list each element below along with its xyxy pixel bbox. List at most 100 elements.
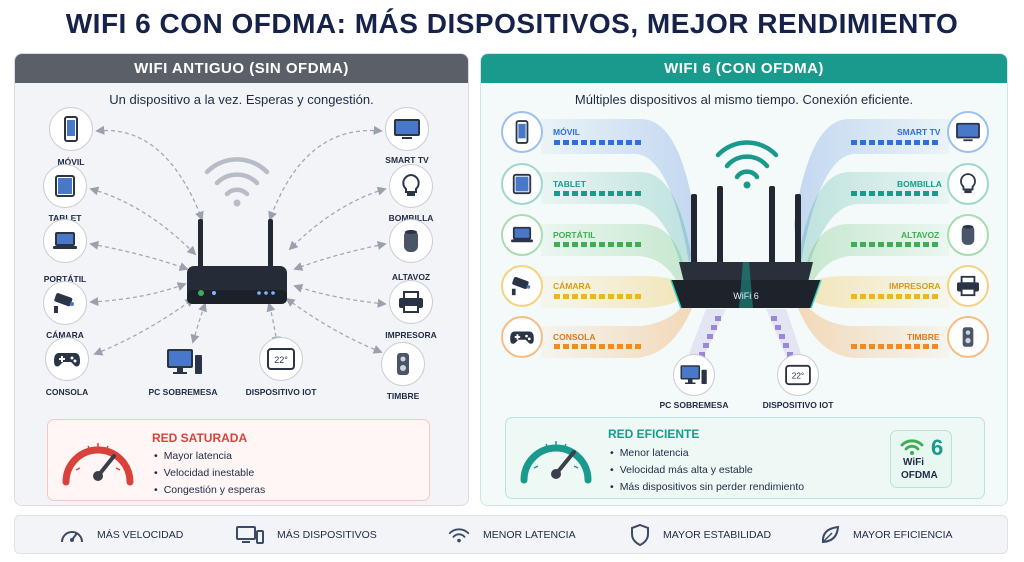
- legacy-panel-header: WIFI ANTIGUO (SIN OFDMA): [15, 54, 468, 83]
- legacy-wifi-icon: [204, 157, 270, 207]
- tablet-icon: [512, 173, 532, 195]
- saturated-list: Mayor latencia Velocidad inestable Conge…: [154, 450, 266, 501]
- label-pc: PC SOBREMESA: [148, 387, 218, 397]
- feature-label: MAYOR ESTABILIDAD: [663, 528, 772, 541]
- wifi-icon: [900, 439, 924, 455]
- label-consola: CONSOLA: [45, 387, 89, 397]
- doorbell-icon: [962, 327, 974, 347]
- label-bombilla: BOMBILLA: [897, 179, 942, 189]
- laptop-icon: [53, 232, 77, 249]
- label-smarttv: SMART TV: [385, 155, 429, 165]
- legacy-router: [187, 219, 287, 304]
- device-pc: [673, 354, 715, 396]
- device-movil: [501, 111, 543, 153]
- wifi6-router: WiFi 6: [670, 186, 822, 309]
- label-movil: MÓVIL: [57, 157, 85, 167]
- svg-text:22°: 22°: [274, 355, 288, 365]
- smart-speaker-icon: [404, 230, 418, 252]
- printer-icon: [957, 275, 979, 297]
- device-pc: [163, 340, 207, 384]
- wifi6-panel-header: WIFI 6 (CON OFDMA): [481, 54, 1007, 83]
- label-tablet: TABLET: [48, 213, 82, 223]
- link-camara: [89, 282, 187, 307]
- link-movil: [95, 125, 204, 221]
- link-consola: [93, 297, 195, 356]
- label-pc: PC SOBREMESA: [659, 400, 729, 410]
- phone-icon: [515, 120, 529, 144]
- wifi6-streams-layer: WiFi 6: [541, 119, 949, 359]
- device-impresora: [389, 280, 433, 324]
- badge-number: 6: [931, 435, 944, 460]
- gamepad-icon: [54, 353, 80, 367]
- leaf-icon: [821, 525, 840, 543]
- saturated-item: Mayor latencia: [154, 450, 265, 467]
- feature-efficiency: MAYOR EFICIENCIA: [819, 516, 953, 553]
- label-bombilla: BOMBILLA: [388, 213, 434, 223]
- saturated-network-box: RED SATURADA Mayor latencia Velocidad in…: [47, 419, 430, 501]
- laptop-icon: [511, 226, 533, 243]
- tv-icon: [956, 122, 980, 142]
- device-consola: [45, 337, 89, 381]
- device-iot: 22°: [777, 354, 819, 396]
- device-smarttv: [385, 107, 429, 151]
- label-altavoz: ALTAVOZ: [901, 230, 940, 240]
- wifi6-ofdma-badge: 6 WiFi OFDMA: [890, 430, 952, 488]
- lightbulb-icon: [960, 173, 976, 194]
- fast-gauge-icon: [520, 441, 592, 484]
- wifi6-panel: WIFI 6 (CON OFDMA) Múltiples dispositivo…: [480, 53, 1008, 506]
- device-impresora: [947, 265, 989, 307]
- device-altavoz: [947, 214, 989, 256]
- device-tablet: [43, 164, 87, 208]
- tv-icon: [394, 119, 420, 139]
- label-timbre: TIMBRE: [386, 391, 420, 401]
- label-portatil: PORTÁTIL: [553, 230, 596, 240]
- features-bar: MÁS VELOCIDAD MÁS DISPOSITIVOS MENOR LAT…: [14, 515, 1008, 554]
- feature-devices: MÁS DISPOSITIVOS: [235, 516, 377, 553]
- badge-ofdma: OFDMA: [901, 470, 938, 481]
- printer-icon: [399, 291, 423, 313]
- security-camera-icon: [54, 293, 74, 313]
- label-impresora: IMPRESORA: [889, 281, 941, 291]
- label-camara: CÁMARA: [46, 330, 84, 340]
- label-tablet: TABLET: [553, 179, 586, 189]
- link-portatil: [89, 240, 189, 271]
- feature-label: MÁS VELOCIDAD: [97, 528, 184, 541]
- wifi-icon: [448, 527, 470, 542]
- thermostat-icon: 22°: [785, 364, 811, 386]
- link-bombilla: [288, 186, 387, 251]
- feature-latency: MENOR LATENCIA: [447, 516, 576, 553]
- feature-label: MÁS DISPOSITIVOS: [277, 528, 377, 541]
- label-timbre: TIMBRE: [907, 332, 940, 342]
- efficient-list: Menor latencia Velocidad más alta y esta…: [610, 447, 804, 498]
- device-smarttv: [947, 111, 989, 153]
- link-smarttv: [268, 125, 383, 221]
- feature-label: MAYOR EFICIENCIA: [853, 528, 953, 541]
- link-tablet: [89, 186, 197, 256]
- label-impresora: IMPRESORA: [385, 330, 437, 340]
- device-camara: [501, 265, 543, 307]
- feature-label: MENOR LATENCIA: [483, 528, 576, 541]
- link-impresora: [293, 283, 387, 308]
- legacy-wifi-panel: WIFI ANTIGUO (SIN OFDMA) Un dispositivo …: [14, 53, 469, 506]
- speedometer-icon: [61, 530, 83, 542]
- efficient-item: Velocidad más alta y estable: [610, 464, 804, 481]
- svg-text:22°: 22°: [792, 372, 804, 381]
- label-movil: MÓVIL: [553, 127, 580, 137]
- link-altavoz: [293, 240, 387, 271]
- devices-icon: [236, 525, 264, 544]
- device-movil: [49, 107, 93, 151]
- gamepad-icon: [510, 331, 534, 344]
- link-pc: [190, 302, 207, 344]
- thermostat-icon: 22°: [267, 348, 295, 370]
- badge-wifi: WiFi: [903, 457, 925, 468]
- device-timbre: [947, 316, 989, 358]
- smart-speaker-icon: [961, 225, 975, 245]
- efficient-network-box: RED EFICIENTE Menor latencia Velocidad m…: [505, 417, 985, 499]
- device-portatil: [43, 219, 87, 263]
- legacy-connections-layer: [89, 125, 387, 356]
- label-altavoz: ALTAVOZ: [391, 272, 431, 282]
- label-portatil: PORTÁTIL: [43, 274, 87, 284]
- phone-icon: [64, 116, 78, 142]
- legacy-panel-subtitle: Un dispositivo a la vez. Esperas y conge…: [109, 92, 374, 107]
- label-camara: CÁMARA: [553, 281, 591, 291]
